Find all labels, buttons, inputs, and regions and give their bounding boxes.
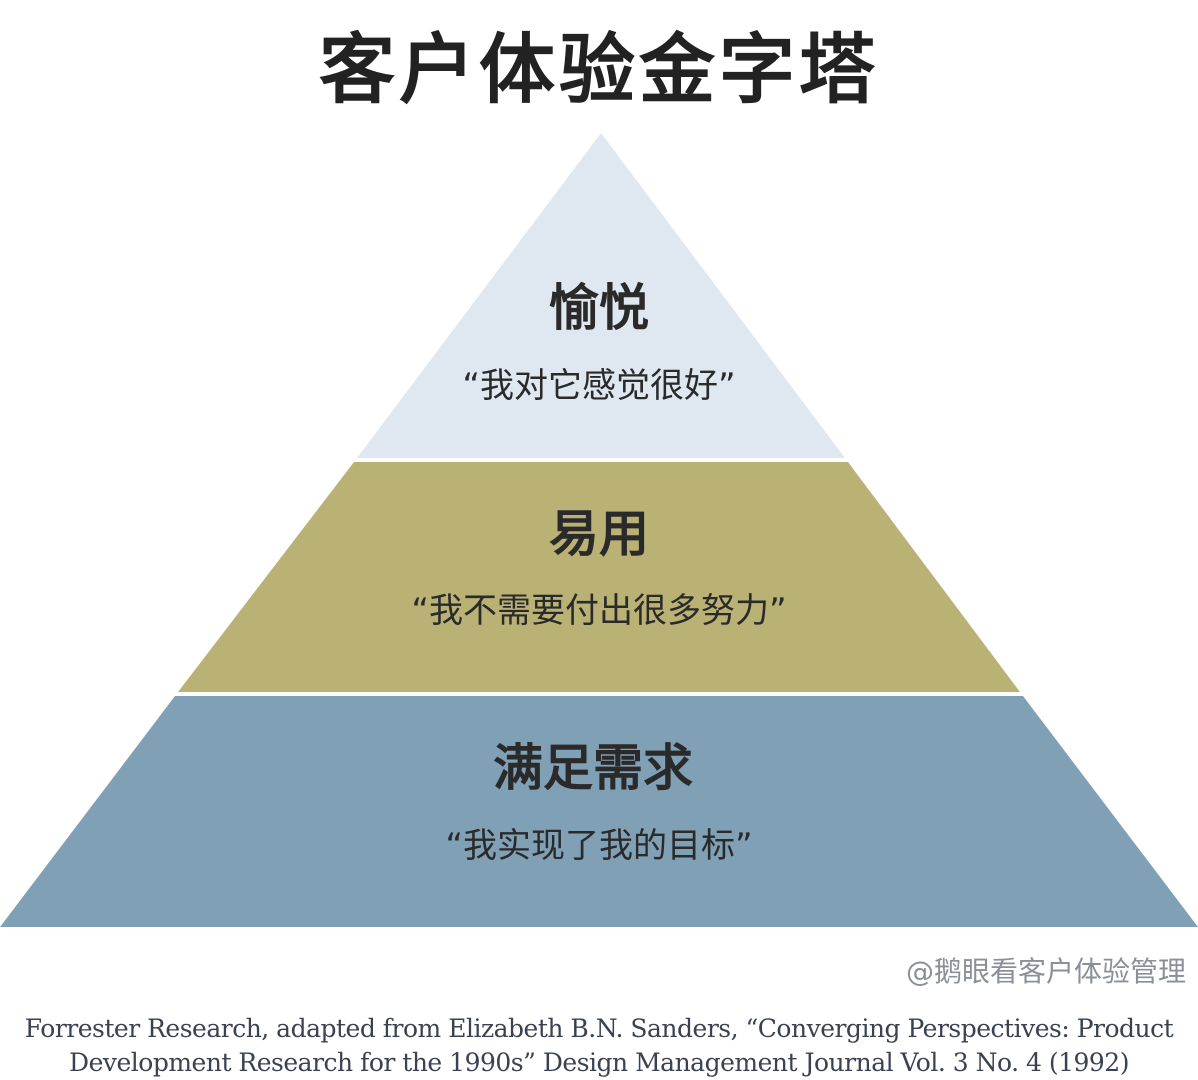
level-quote: “我实现了我的目标” <box>445 826 753 866</box>
pyramid-level-needs <box>0 696 1198 927</box>
level-heading: 愉悦 <box>549 279 649 337</box>
level-quote: “我对它感觉很好” <box>462 366 736 406</box>
citation-line-1: Forrester Research, adapted from Elizabe… <box>24 1014 1174 1043</box>
level-quote: “我不需要付出很多努力” <box>411 591 787 631</box>
pyramid-level-ease <box>178 462 1020 692</box>
page-title: 客户体验金字塔 <box>319 25 879 114</box>
pyramid-level-delight <box>357 133 845 458</box>
level-heading: 满足需求 <box>493 739 693 797</box>
citation-line-2: Development Research for the 1990s” Desi… <box>69 1048 1129 1077</box>
level-heading: 易用 <box>549 505 649 563</box>
watermark: @鹅眼看客户体验管理 <box>905 955 1186 988</box>
